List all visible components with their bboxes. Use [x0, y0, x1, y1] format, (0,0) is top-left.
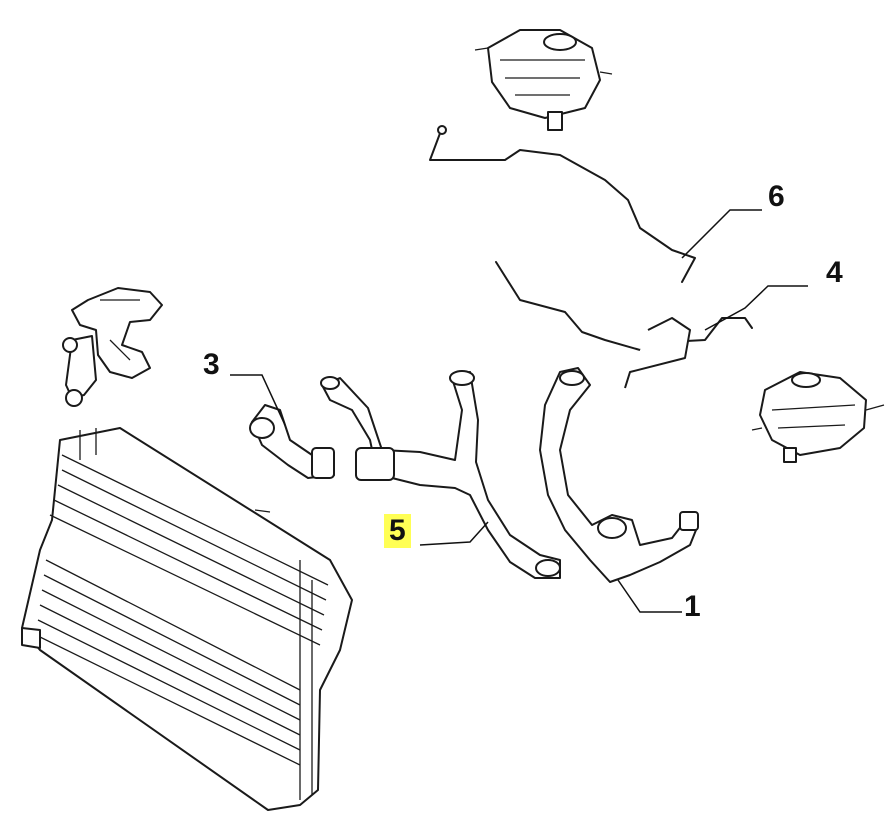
expansion-tank-top: [474, 29, 613, 131]
hose-part-5: [320, 370, 561, 579]
callout-label-6: 6: [768, 180, 785, 213]
leader-lines: [230, 209, 808, 613]
pipe-part-6: [429, 125, 696, 283]
hose-part-3: [249, 404, 335, 479]
radiator: [21, 427, 353, 811]
callout-label-3: 3: [203, 348, 220, 381]
callout-label-1: 1: [684, 590, 701, 623]
callout-label-4: 4: [826, 256, 843, 289]
pipe-part-4: [495, 261, 753, 389]
callout-label-5: 5: [384, 514, 411, 548]
thermostat-housing: [62, 287, 163, 407]
hose-part-1: [539, 367, 699, 583]
expansion-tank-right: [751, 371, 885, 463]
